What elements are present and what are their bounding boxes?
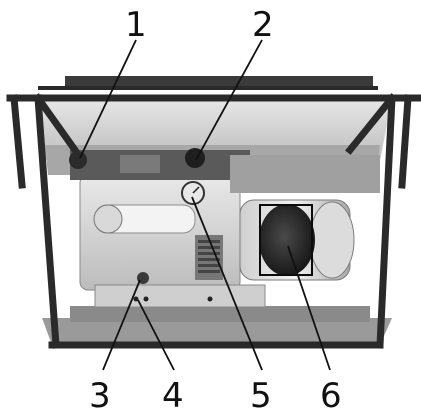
callout-6: 6 <box>320 376 342 415</box>
callout-2: 2 <box>252 5 274 45</box>
upper-components <box>69 148 380 193</box>
frame <box>6 93 421 349</box>
callout-5: 5 <box>250 376 272 415</box>
frame-back <box>38 76 378 90</box>
callout-3: 3 <box>89 376 111 415</box>
callout-leader-lines <box>79 39 331 371</box>
callout-labels: 1 2 3 4 5 6 <box>89 5 342 415</box>
callout-1: 1 <box>125 5 147 45</box>
engine-block <box>79 174 266 308</box>
callout-4: 4 <box>162 376 184 415</box>
pressure-gauge <box>181 181 205 205</box>
mount-bolts <box>133 296 213 302</box>
electric-motor <box>239 199 355 281</box>
base-plate <box>42 306 392 345</box>
